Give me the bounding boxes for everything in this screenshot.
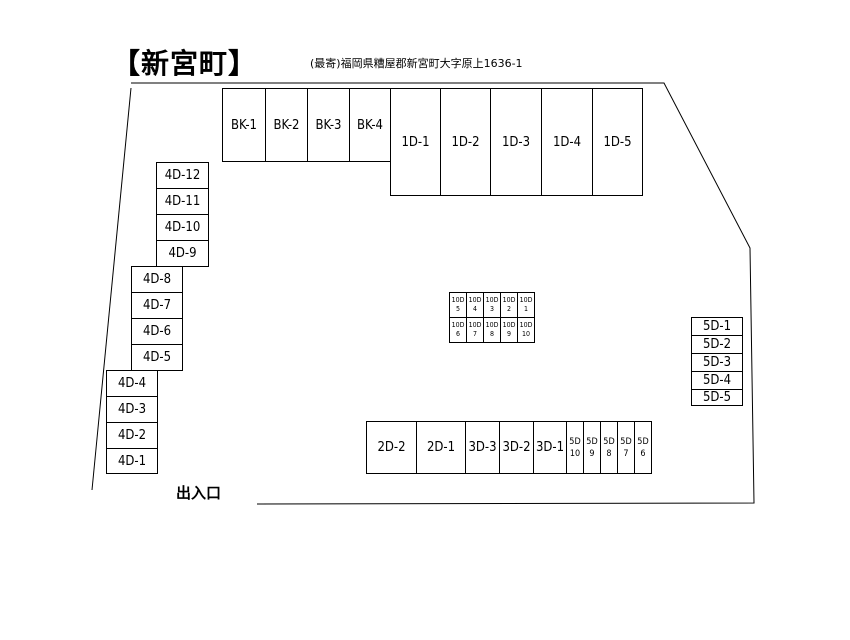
address-text: (最寄)福岡県糟屋郡新宮町大字原上1636-1: [310, 57, 523, 70]
space-4d-10: 4D-10: [156, 214, 209, 241]
space-2d-2: 2D-2: [366, 421, 417, 474]
space-4d-12: 4D-12: [156, 162, 209, 189]
space-5d-8: 5D 8: [600, 421, 618, 474]
space-4d-8: 4D-8: [131, 266, 183, 293]
space-10d-7: 10D 7: [466, 317, 484, 343]
space-10d-5: 10D 5: [449, 292, 467, 318]
boundary-right: [131, 82, 755, 505]
space-4d-5: 4D-5: [131, 344, 183, 371]
space-3d-1: 3D-1: [533, 421, 567, 474]
space-2d-1: 2D-1: [416, 421, 466, 474]
space-4d-7: 4D-7: [131, 292, 183, 319]
space-4d-9: 4D-9: [156, 240, 209, 267]
space-5d-5: 5D-5: [691, 389, 743, 406]
space-3d-2: 3D-2: [499, 421, 534, 474]
space-4d-2: 4D-2: [106, 422, 158, 449]
space-bk-4: BK-4: [349, 88, 391, 162]
space-10d-9: 10D 9: [500, 317, 518, 343]
space-10d-8: 10D 8: [483, 317, 501, 343]
space-4d-11: 4D-11: [156, 188, 209, 215]
entrance-label: 出入口: [176, 484, 222, 502]
boundary-left: [91, 87, 132, 491]
space-10d-10: 10D 10: [517, 317, 535, 343]
space-4d-6: 4D-6: [131, 318, 183, 345]
space-1d-4: 1D-4: [541, 88, 593, 196]
space-5d-1: 5D-1: [691, 317, 743, 336]
space-1d-1: 1D-1: [390, 88, 441, 196]
space-10d-4: 10D 4: [466, 292, 484, 318]
space-1d-5: 1D-5: [592, 88, 643, 196]
space-10d-1: 10D 1: [517, 292, 535, 318]
space-1d-3: 1D-3: [490, 88, 542, 196]
space-5d-9: 5D 9: [583, 421, 601, 474]
page-title: 【新宮町】: [112, 47, 258, 80]
space-bk-1: BK-1: [222, 88, 266, 162]
space-5d-6: 5D 6: [634, 421, 652, 474]
space-10d-2: 10D 2: [500, 292, 518, 318]
space-5d-4: 5D-4: [691, 371, 743, 390]
space-bk-3: BK-3: [307, 88, 350, 162]
space-5d-2: 5D-2: [691, 335, 743, 354]
space-5d-7: 5D 7: [617, 421, 635, 474]
space-5d-10: 5D 10: [566, 421, 584, 474]
space-4d-4: 4D-4: [106, 370, 158, 397]
space-4d-3: 4D-3: [106, 396, 158, 423]
space-3d-3: 3D-3: [465, 421, 500, 474]
space-10d-6: 10D 6: [449, 317, 467, 343]
space-4d-1: 4D-1: [106, 448, 158, 474]
space-1d-2: 1D-2: [440, 88, 491, 196]
space-bk-2: BK-2: [265, 88, 308, 162]
space-10d-3: 10D 3: [483, 292, 501, 318]
space-5d-3: 5D-3: [691, 353, 743, 372]
